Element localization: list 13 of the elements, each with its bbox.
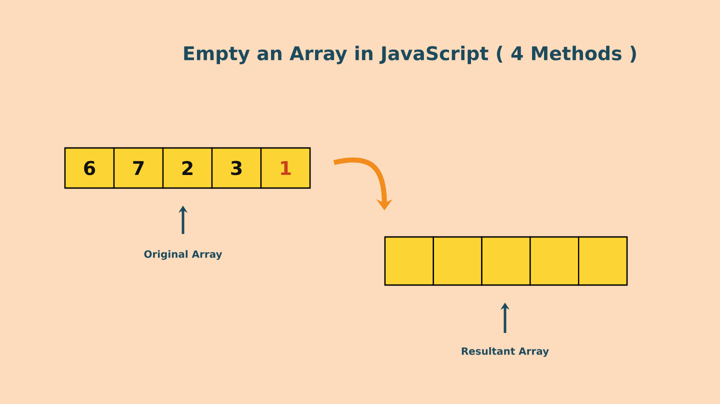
array-cell: 7 — [113, 147, 164, 189]
title: Empty an Array in JavaScript ( 4 Methods ) — [184, 46, 636, 64]
array-cell — [530, 236, 580, 286]
array-cell: 6 — [64, 147, 115, 189]
array-cell: 1 — [260, 147, 311, 189]
array-cell — [481, 236, 531, 286]
array-cell — [578, 236, 628, 286]
array-cell: 2 — [162, 147, 213, 189]
caption-text: Resultant Array — [462, 347, 549, 357]
array-cell — [432, 236, 482, 286]
array-cell — [384, 236, 434, 286]
caption-text: Original Array — [144, 250, 222, 260]
array-cell: 3 — [211, 147, 262, 189]
